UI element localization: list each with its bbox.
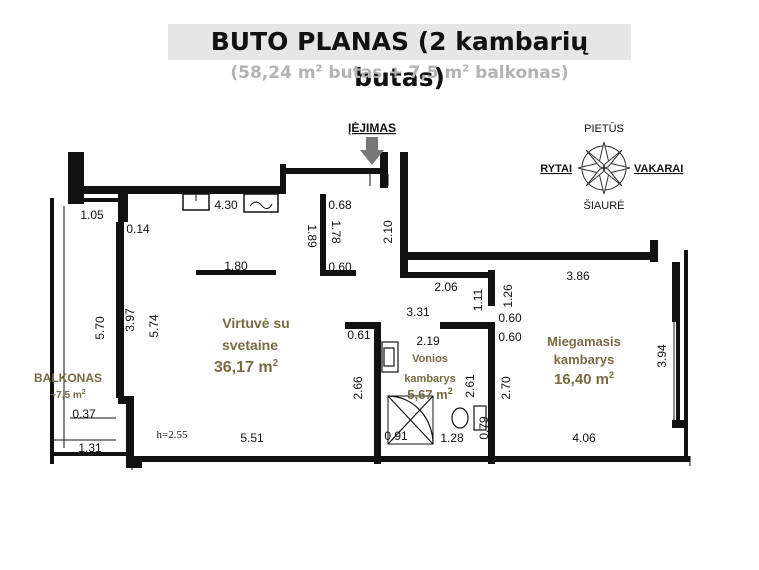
ceiling-height: h=2.55 [157,429,188,441]
dim-0-68: 0.68 [328,198,352,212]
bathroom-label-1: Vonios [412,353,448,365]
compass-east-label: RYTAI [540,163,572,175]
living-room-area: 36,17 m2 [214,358,279,376]
windows [54,174,691,470]
dim-1-78: 1.78 [329,220,343,244]
balcony-label: BALKONAS [34,371,102,385]
bedroom-label-1: Miegamasis [547,334,621,349]
bathroom-area-value: 5,67 m [407,387,447,402]
subtitle-sup-2: 2 [462,63,470,75]
subtitle-part-1: (58,24 m [230,63,316,83]
dim-3-31: 3.31 [406,305,430,319]
dim-0-91: 0.91 [384,429,408,443]
dim-0-60-b: 0.60 [498,311,522,325]
subtitle-part-3: balkonas) [469,63,569,83]
page-title: BUTO PLANAS (2 kambarių butas) [210,27,589,92]
dim-0-79: 0.79 [477,416,491,440]
bathroom-fixtures [381,341,487,445]
compass-west-label: VAKARAI [634,163,683,175]
bathroom-area: 5,67 m2 [407,386,453,402]
dim-0-37: 0.37 [72,407,96,421]
dim-3-97: 3.97 [123,308,137,332]
dim-3-86: 3.86 [566,269,590,283]
living-room-area-sup: 2 [273,358,279,369]
bathroom-label-2: kambarys [404,373,455,385]
subtitle-part-2: butas + 7,5 m [322,63,463,83]
bedroom-area-value: 16,40 m [554,371,609,388]
dim-2-19: 2.19 [416,334,440,348]
subtitle-sup-1: 2 [315,63,323,75]
island-counter [196,270,276,275]
dim-1-89: 1.89 [305,224,319,248]
page-subtitle: (58,24 m2 butas + 7,5 m2 balkonas) [168,63,631,83]
dim-5-70: 5.70 [93,316,107,340]
dim-0-61: 0.61 [347,328,371,342]
dim-2-70: 2.70 [499,376,513,400]
dim-2-66: 2.66 [351,376,365,400]
living-room-area-value: 36,17 m [214,359,273,376]
walls [50,152,690,468]
balcony-area-value: ~7,5 m [50,390,82,401]
bathroom-area-sup: 2 [448,386,453,396]
dim-1-11: 1.11 [471,288,485,311]
dim-4-30: 4.30 [214,198,238,212]
dim-5-51: 5.51 [240,431,264,445]
living-room-label-2: svetaine [222,337,278,353]
entrance-arrow-icon [360,137,384,165]
dim-2-06: 2.06 [434,280,458,294]
bedroom-label-2: kambarys [554,352,615,367]
dim-1-28: 1.28 [440,431,464,445]
dim-3-94: 3.94 [655,344,669,368]
bedroom-area-sup: 2 [609,370,614,380]
dim-0-60-c: 0.60 [498,330,522,344]
dim-2-61: 2.61 [463,374,477,398]
balcony-area-sup: 2 [82,389,86,396]
dim-1-31: 1.31 [78,441,102,455]
dim-4-06: 4.06 [572,431,596,445]
dim-1-80: 1.80 [224,259,248,273]
bedroom-area: 16,40 m2 [554,370,614,388]
dim-2-10: 2.10 [381,220,395,244]
compass-bottom-label: ŠIAURĖ [584,199,625,212]
living-room-label-1: Virtuvė su [222,315,289,331]
title-background [168,24,631,60]
balcony-area: ~7,5 m2 [50,389,85,401]
compass-icon [577,141,631,195]
entrance-label: ĮĖJIMAS [348,120,396,135]
compass-top-label: PIETŪS [584,123,624,135]
kitchen-counter [182,193,279,213]
dim-0-14: 0.14 [126,222,150,236]
dim-0-60-a: 0.60 [328,260,352,274]
dim-1-05: 1.05 [80,208,104,222]
dim-5-74: 5.74 [147,314,161,338]
dim-1-26: 1.26 [501,284,515,308]
